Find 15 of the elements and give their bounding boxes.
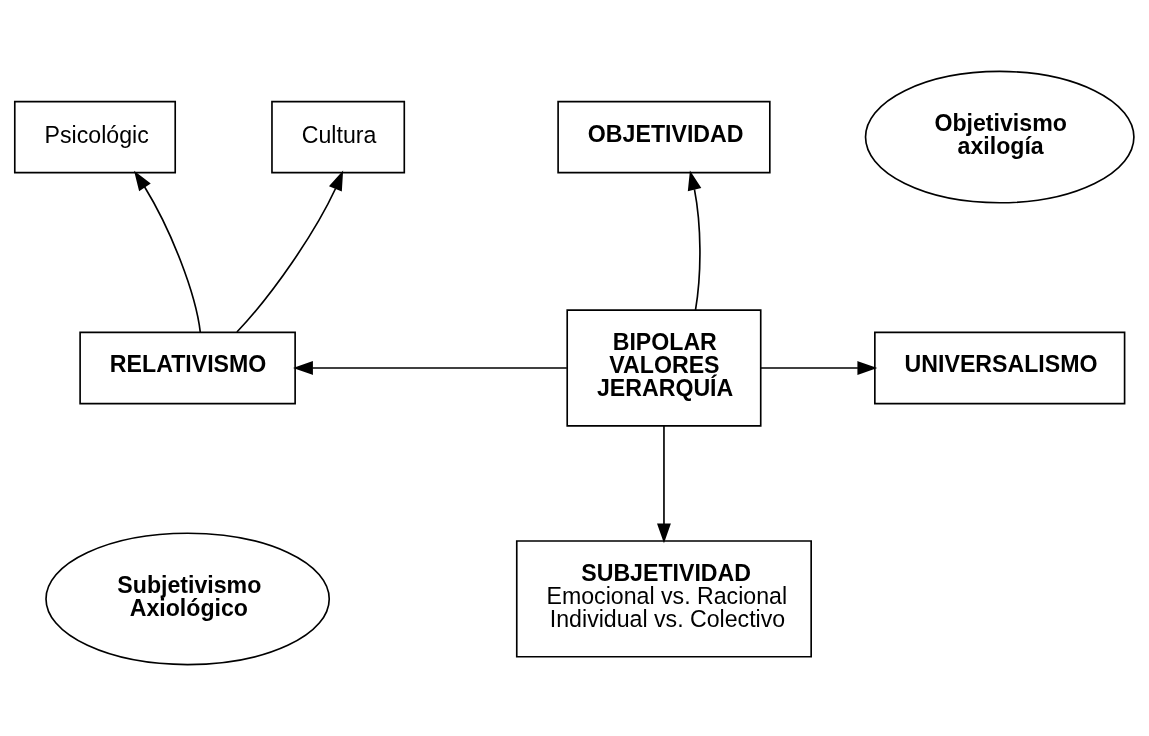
arrow (760, 361, 878, 375)
node-box: Cultura (271, 100, 406, 174)
node-ellipse: Objetivismo axilogía (864, 70, 1135, 204)
arrow (293, 361, 568, 375)
node-box: UNIVERSALISMO (874, 331, 1126, 405)
node-box: Psicológic (13, 100, 177, 174)
node-box: RELATIVISMO (79, 331, 296, 405)
arrow (657, 425, 671, 544)
arrow (134, 170, 202, 333)
arrow (236, 170, 344, 333)
node-ellipse: Subjetivismo Axiológico (45, 532, 331, 666)
node-box: BIPOLAR VALORES JERARQUÍA (566, 309, 762, 427)
node-box: OBJETIVIDAD (557, 100, 771, 174)
arrow (687, 170, 702, 311)
node-box: SUBJETIVIDAD Emocional vs. Racional Individual vs. Colectivo (515, 540, 812, 658)
